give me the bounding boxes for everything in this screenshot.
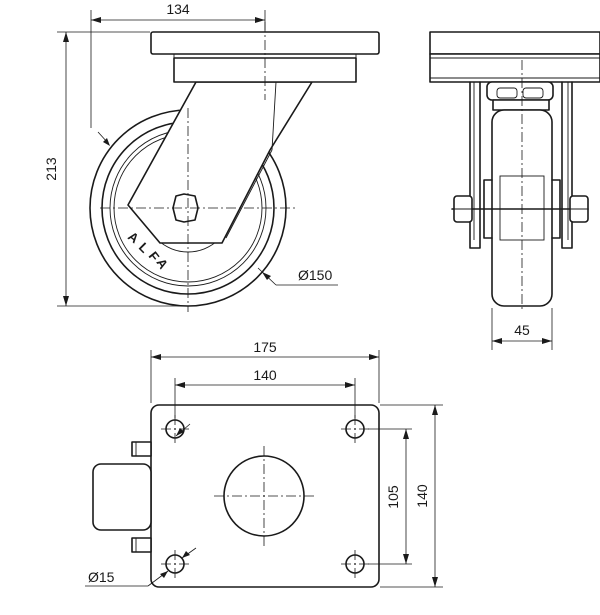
dim-105-label: 105 [385,485,401,509]
svg-text:A: A [125,229,142,247]
top-view: 175 140 105 140 Ø15 [85,339,443,588]
dim-213-label: 213 [43,157,59,181]
svg-text:L: L [136,240,152,256]
side-view: A L F A 134 213 [43,1,380,312]
swivel-fork [127,81,313,244]
kingpin-collar [492,99,550,111]
fork-leg-right [561,81,573,249]
dim-134-label: 134 [166,1,190,17]
front-view: 45 [429,31,600,350]
fork-leg-left [469,81,481,249]
dim-dia15-label: Ø15 [88,569,115,585]
front-top-plate [429,31,600,55]
fork-edge [225,81,277,239]
left-tab-top [131,441,152,457]
dim-140h-label: 140 [253,367,277,383]
fork-projection [92,463,152,531]
front-plate-lower [429,53,600,83]
dim-140v-label: 140 [414,484,430,508]
left-tab-bottom [131,537,152,553]
dim-175-label: 175 [253,339,277,355]
hole-centerlines [161,415,369,578]
dim-dia150-label: Ø150 [298,267,332,283]
dim-45-label: 45 [514,322,530,338]
